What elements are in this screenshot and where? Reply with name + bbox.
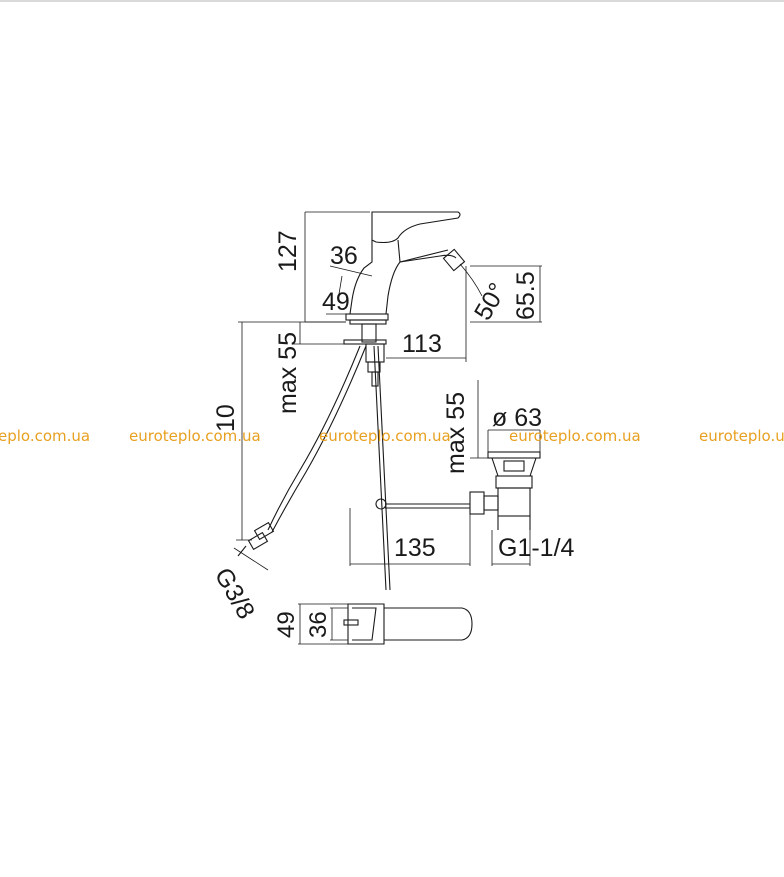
dim-50-angle: 50° xyxy=(469,278,512,325)
watermark-4: euroteplo.com.ua xyxy=(509,427,641,445)
dim-65-5: 65.5 xyxy=(512,271,540,320)
popup-waste xyxy=(469,451,541,530)
flex-hose xyxy=(237,345,367,557)
watermark-3: euroteplo.com.ua xyxy=(319,427,451,445)
faucet-side-view xyxy=(343,603,473,645)
dim-max-55-waste: max 55 xyxy=(442,392,470,474)
dim-max-55-deck: max 55 xyxy=(274,332,302,414)
dim-g1-1-4: G1-1/4 xyxy=(498,534,575,562)
faucet-body xyxy=(343,211,466,387)
watermark-1: eplo.com.ua xyxy=(0,427,90,445)
dim-49-base: 49 xyxy=(322,288,350,316)
dim-diameter-63: ø 63 xyxy=(492,404,542,432)
watermark-row: eplo.com.ua euroteplo.com.ua euroteplo.c… xyxy=(0,427,784,445)
watermark-2: euroteplo.com.ua xyxy=(129,427,261,445)
dim-hose-10: 10 xyxy=(212,404,240,432)
lift-rod xyxy=(373,345,470,591)
dim-127: 127 xyxy=(274,230,302,272)
dimension-labels: 127 36 49 50° 65.5 max 55 113 10 G3/8 ma… xyxy=(209,230,575,638)
dim-113: 113 xyxy=(402,330,442,358)
dimension-lines xyxy=(233,211,542,645)
watermark-5: euroteplo.ua xyxy=(699,427,784,445)
dim-135: 135 xyxy=(394,534,436,562)
dim-g3-8: G3/8 xyxy=(209,563,260,624)
dim-side-49: 49 xyxy=(273,611,300,638)
dim-side-36: 36 xyxy=(305,611,332,638)
top-border xyxy=(0,0,784,2)
dim-36-lever: 36 xyxy=(330,242,358,270)
